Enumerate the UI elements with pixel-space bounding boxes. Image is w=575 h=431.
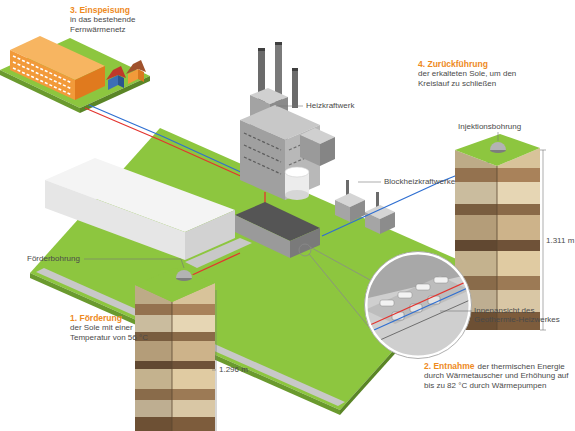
leader-line: [212, 370, 216, 371]
depth-tick: [540, 150, 546, 151]
component-label: Förderbohrung: [27, 254, 97, 263]
apartment-facade: [75, 66, 105, 100]
heat-exchanger: [398, 292, 412, 298]
chimney-cap: [292, 68, 298, 71]
interior-pipe: [380, 300, 470, 340]
apartment-windows: [13, 68, 72, 95]
geothermal-plant-wall: [290, 228, 320, 258]
geothermal-plant-wall: [235, 215, 290, 258]
strata-column: [135, 285, 172, 431]
storage-tank: [285, 167, 309, 177]
chimney-cap: [275, 42, 282, 45]
heat-exchanger: [380, 300, 394, 306]
heat-exchanger: [416, 284, 430, 290]
label-group: 3. Einspeisungin das bestehende Fernwärm…: [70, 6, 170, 34]
borehole-line: [172, 302, 173, 431]
plant-windows: [244, 157, 281, 174]
borehole-line: [497, 166, 498, 330]
well-dome: [490, 142, 506, 150]
leader-line: [498, 132, 499, 141]
label-group: Injektionsbohrung: [458, 122, 558, 131]
label-group: Innenansicht des Geothermie-Heizwerkes: [474, 306, 574, 325]
interior-view: [360, 250, 480, 365]
leader-line: [358, 182, 381, 183]
callout-circle: [366, 253, 470, 357]
step-description: in das bestehende Fernwärmenetz: [70, 15, 170, 34]
strata-column: [497, 148, 540, 330]
leader-line: [276, 106, 303, 107]
heat-exchanger: [434, 277, 448, 283]
annex-wall: [320, 137, 335, 166]
component-label: Heizkraftwerk: [306, 101, 386, 110]
warehouse-wall: [185, 210, 235, 260]
house-roof: [126, 60, 146, 74]
warehouse-wall: [45, 180, 185, 260]
plant-wall: [240, 120, 285, 200]
apartment-facade: [10, 50, 75, 100]
chimney-cap: [258, 48, 265, 51]
label-group: Heizkraftwerk: [306, 101, 386, 110]
step-heading: 3. Einspeisung: [70, 6, 170, 15]
label-group: 1.311 m: [546, 236, 575, 245]
strata-column: [172, 283, 215, 431]
callout-circle: [365, 252, 472, 359]
depth-tick: [540, 330, 546, 331]
chp-wall: [350, 200, 365, 222]
label-group: Förderbohrung: [27, 254, 97, 263]
leader-line: [440, 311, 472, 312]
supply-pipe: [264, 192, 265, 203]
column-top: [135, 268, 215, 302]
house-wall: [118, 75, 124, 88]
brine-pipe: [190, 253, 240, 276]
interior-platform: [365, 276, 470, 324]
depth-line: [216, 290, 217, 431]
house-roof: [106, 66, 126, 80]
step-description: der erkalteten Sole, um den Kreislauf zu…: [418, 69, 543, 88]
storage-tank: [285, 190, 309, 200]
label-group: 1.296 m: [219, 365, 269, 374]
interior-pipe: [370, 280, 470, 325]
column-shade: [135, 285, 172, 431]
apartment-windows: [13, 56, 72, 83]
column-top: [455, 134, 540, 166]
interior-floor: [360, 250, 480, 365]
depth-label: 1.296 m: [219, 365, 269, 374]
step-heading: 4. Zurückführung: [418, 60, 543, 69]
zoom-line: [310, 247, 372, 281]
step-heading: 2. Entnahme: [424, 361, 475, 371]
label-group: 1. Förderungder Sole mit einer Temperatu…: [70, 314, 160, 342]
well-dome: [176, 270, 192, 278]
house-wall: [138, 69, 144, 82]
step-heading: 1. Förderung: [70, 314, 160, 323]
component-label: Blockheizkraftwerke: [384, 177, 474, 186]
step-description: der Sole mit einer Temperatur von 56 °C: [70, 323, 160, 342]
apartment-windows: [13, 62, 72, 89]
label-group: Blockheizkraftwerke: [384, 177, 474, 186]
label-group: 4. Zurückführungder erkalteten Sole, um …: [418, 60, 543, 88]
component-label: Innenansicht des Geothermie-Heizwerkes: [474, 306, 574, 325]
interior-pipe: [374, 285, 474, 330]
label-group: 2. Entnahmeder thermischen Energie durch…: [424, 362, 573, 390]
depth-label: 1.311 m: [546, 236, 575, 245]
return-pipe: [89, 105, 245, 174]
component-label: Injektionsbohrung: [458, 122, 558, 131]
chp-wall: [335, 200, 350, 222]
leader-line: [84, 259, 184, 268]
depth-line: [543, 150, 544, 330]
annex-wall: [300, 135, 320, 166]
chimney: [292, 68, 298, 108]
chp-wall: [380, 212, 395, 234]
